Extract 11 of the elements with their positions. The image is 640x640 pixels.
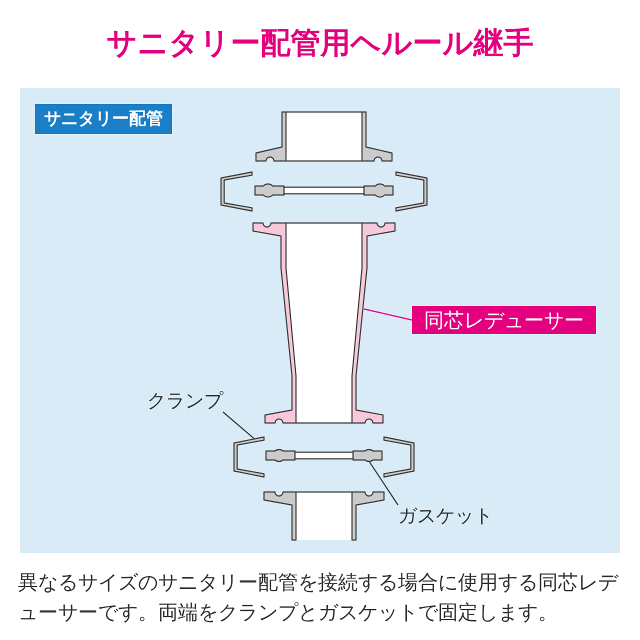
caption: 異なるサイズのサニタリー配管を接続する場合に使用する同芯レデューサーです。両端をクランプとガスケットで固定します。 bbox=[18, 569, 620, 626]
title: サニタリー配管用ヘルール継手 bbox=[106, 25, 534, 63]
leader-line bbox=[222, 412, 254, 440]
part-name: クランプ bbox=[147, 390, 223, 412]
part-name: ガスケット bbox=[398, 505, 493, 527]
reducer-drawing bbox=[252, 222, 396, 424]
leader-line bbox=[368, 460, 398, 506]
section-tag: サニタリー配管 bbox=[35, 104, 172, 134]
clamp-drawing bbox=[233, 436, 415, 478]
leader-line bbox=[364, 308, 412, 321]
part-label: 同芯レデューサー bbox=[412, 306, 596, 334]
